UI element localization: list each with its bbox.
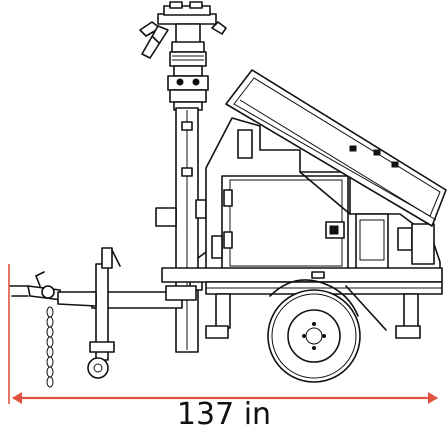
safety-chain bbox=[46, 306, 54, 388]
enclosure bbox=[205, 117, 441, 271]
wheel bbox=[267, 289, 361, 383]
dimension-line bbox=[8, 264, 438, 404]
chassis bbox=[91, 267, 443, 339]
dimension-label: 137 in bbox=[176, 397, 272, 432]
dimension-arrowhead-right bbox=[428, 392, 438, 404]
dimension-arrowhead-left bbox=[12, 392, 22, 404]
solar-panel bbox=[225, 69, 447, 227]
drawbar bbox=[9, 247, 121, 379]
mast-head bbox=[139, 1, 227, 111]
